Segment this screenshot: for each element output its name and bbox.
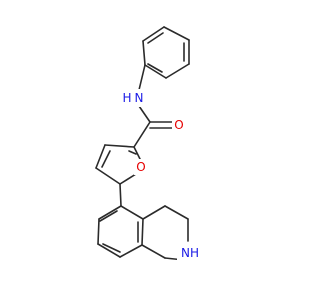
benzo-ring	[97, 205, 144, 258]
bond	[97, 243, 121, 258]
atom-furan-o: O	[134, 159, 148, 175]
bond	[141, 218, 144, 246]
bond-n-carbonyl	[138, 105, 151, 123]
structure-canvas: H N O O NH	[95, 26, 203, 262]
bond	[142, 205, 166, 220]
bond	[163, 26, 190, 41]
bond	[133, 146, 142, 162]
amide-h-label: H	[122, 91, 131, 105]
bond	[95, 167, 121, 185]
bond	[142, 26, 165, 42]
atom-ring-nh: NH	[177, 244, 203, 262]
phenyl-ring	[142, 26, 190, 79]
bond-phenyl-n	[138, 64, 146, 91]
furan-o-label: O	[136, 160, 145, 174]
bond	[101, 150, 111, 168]
amide-n-label: N	[135, 91, 144, 105]
bond-furan-aryl	[119, 183, 122, 207]
bond	[97, 218, 100, 245]
bond	[98, 205, 122, 220]
bond	[147, 32, 164, 44]
bond	[104, 144, 135, 148]
ring-nh-label: NH	[181, 246, 199, 260]
bond-carbonyl-furan	[133, 121, 151, 148]
bond	[95, 144, 106, 169]
bond	[99, 210, 118, 222]
furan-ring	[95, 144, 142, 185]
bond	[165, 63, 190, 79]
bond	[147, 63, 163, 73]
carbonyl-o-label: O	[174, 118, 183, 132]
bond	[119, 173, 137, 185]
bond	[141, 244, 166, 259]
bond	[142, 40, 146, 66]
bond	[128, 150, 137, 155]
atom-amide-nh: H N	[122, 89, 144, 107]
molecule-drawing: H N O O NH	[95, 26, 203, 262]
bond	[120, 205, 144, 220]
bond	[102, 243, 121, 253]
bond	[164, 205, 189, 220]
bond	[119, 244, 143, 258]
atom-carbonyl-o: O	[172, 116, 186, 132]
bond	[144, 64, 167, 79]
